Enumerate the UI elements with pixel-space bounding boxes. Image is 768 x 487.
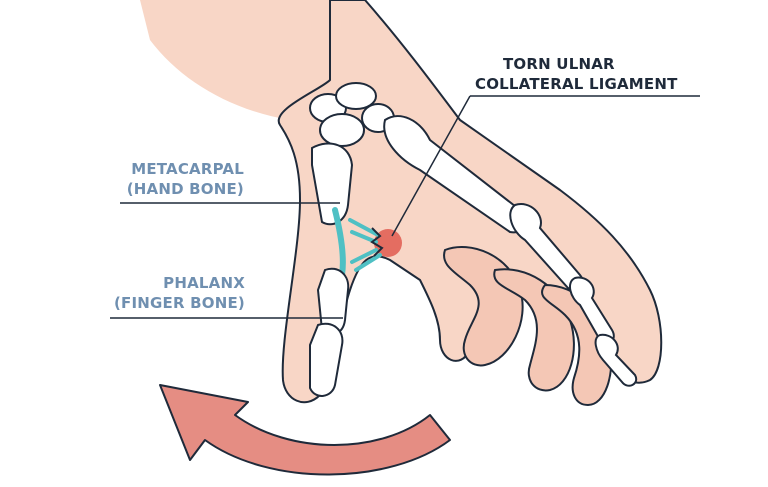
phalanx-label-line1: PHALANX xyxy=(100,273,245,293)
metacarpal-label: METACARPAL (HAND BONE) xyxy=(110,159,244,199)
phalanx-label: PHALANX (FINGER BONE) xyxy=(100,273,245,313)
metacarpal-label-line1: METACARPAL xyxy=(110,159,244,179)
torn-ligament-label-line1: TORN ULNAR xyxy=(475,54,705,74)
phalanx-label-line2: (FINGER BONE) xyxy=(100,293,245,313)
torn-ligament-label-line2: COLLATERAL LIGAMENT xyxy=(475,74,705,94)
metacarpal-label-line2: (HAND BONE) xyxy=(110,179,244,199)
torn-ligament-label: TORN ULNAR COLLATERAL LIGAMENT xyxy=(475,54,705,94)
thumb-distal-phalanx xyxy=(310,324,342,396)
